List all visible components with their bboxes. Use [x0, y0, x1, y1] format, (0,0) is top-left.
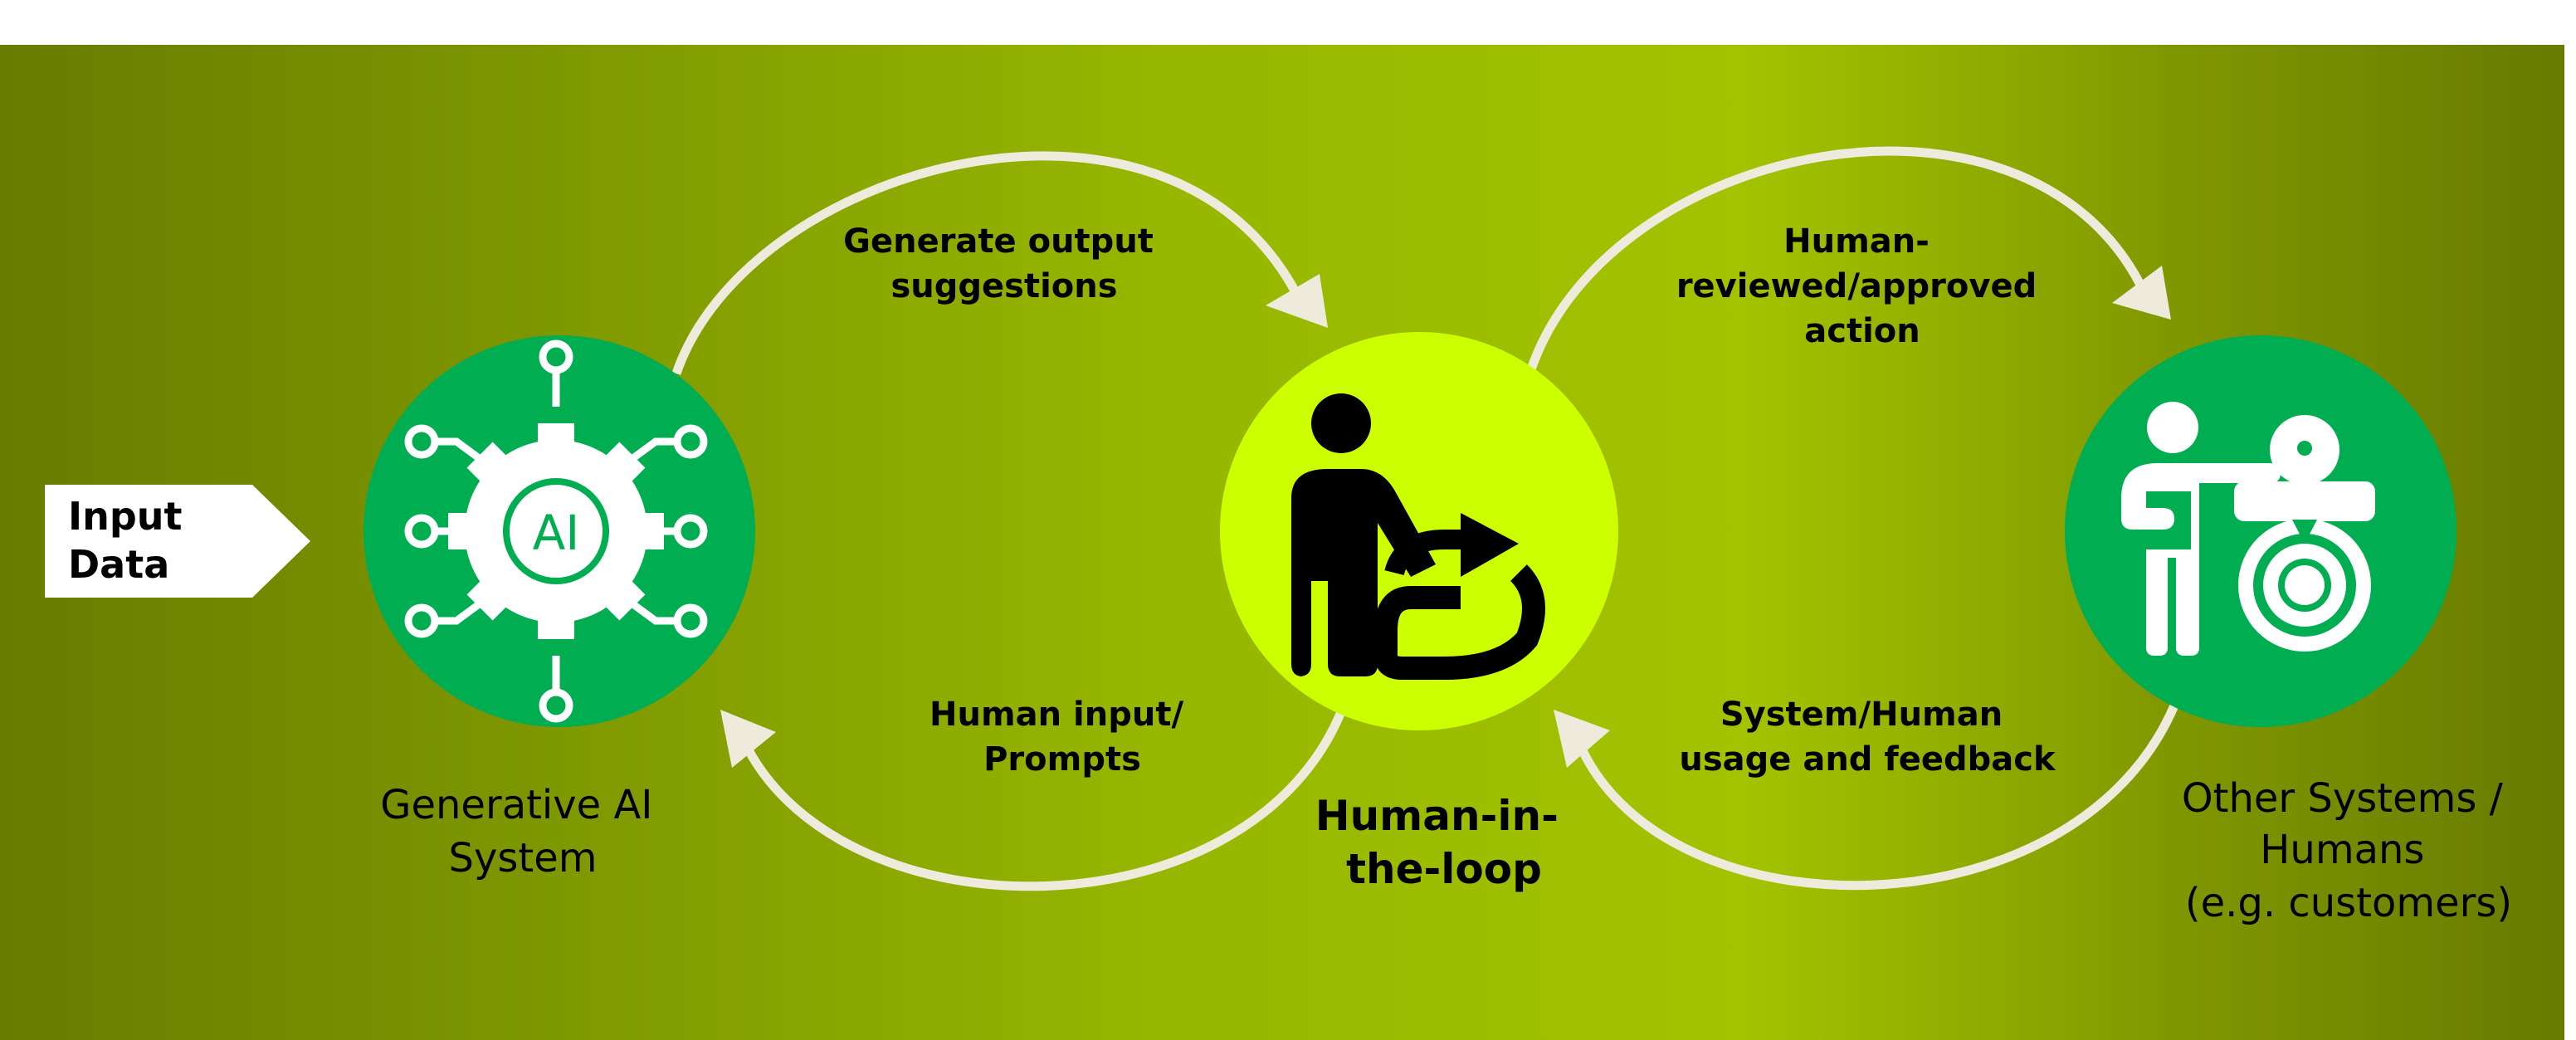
arrowhead-icon [720, 710, 776, 768]
label-other-systems: Other Systems / Humans (e.g. customers) [2182, 775, 2515, 926]
node-generative-ai: AI [363, 335, 755, 727]
input-data-box: Input Data [45, 485, 310, 598]
arrowhead-icon [1266, 274, 1328, 328]
ai-gear-network-icon: AI [404, 339, 708, 723]
arrow-approved-action [1526, 146, 2171, 371]
node-other-systems [2065, 335, 2456, 727]
label-generative-ai: Generative AI System [380, 782, 665, 881]
arrow-generate-output [671, 151, 1328, 375]
svg-text:AI: AI [533, 505, 580, 561]
label-human-in-the-loop: Human-in- the-loop [1315, 792, 1573, 893]
input-data-line2: Data [68, 542, 169, 587]
input-data-line1: Input [68, 494, 183, 539]
label-usage-feedback: System/Human usage and feedback [1679, 696, 2056, 779]
arrowhead-icon [2112, 266, 2171, 320]
node-human-in-the-loop [1220, 332, 1618, 730]
arrow-human-input [720, 710, 1345, 891]
label-generate-output: Generate output suggestions [843, 222, 1165, 305]
label-human-input: Human input/ Prompts [929, 696, 1195, 779]
person-presenting-gear-idea-icon [2121, 402, 2375, 656]
human-pushing-loop-icon [1291, 393, 1545, 680]
arrowhead-icon [1554, 710, 1610, 768]
label-approved-action: Human- reviewed/approved action [1676, 222, 2048, 350]
arrow-usage-feedback [1554, 703, 2179, 891]
